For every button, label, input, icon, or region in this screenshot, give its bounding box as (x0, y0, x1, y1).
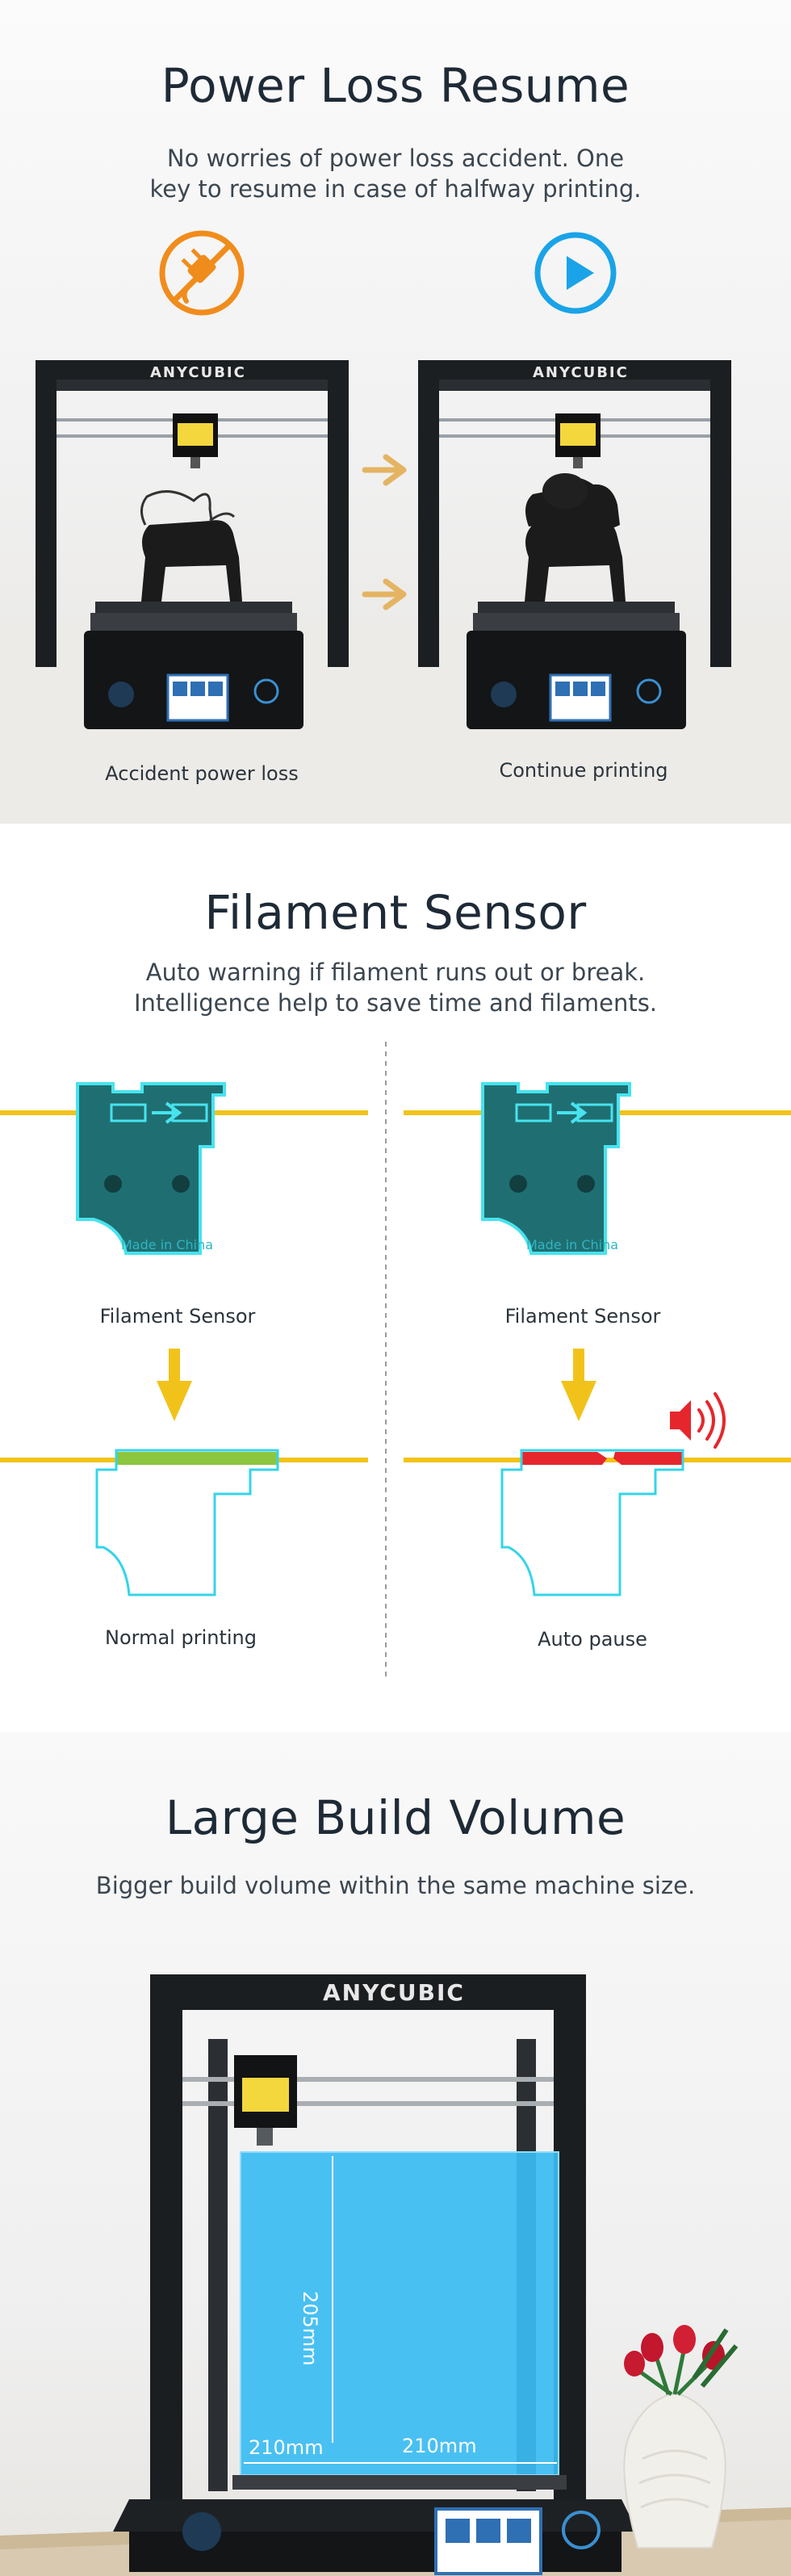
made-in-label-right: Made in China (526, 1237, 619, 1252)
filament-sensor-right (481, 1082, 631, 1255)
filament-sensor-diagram (0, 1042, 791, 1680)
build-volume-section: Large Build Volume Bigger build volume w… (0, 1732, 791, 2576)
section-subtitle: Bigger build volume within the same mach… (95, 1872, 696, 1899)
filament-sensor-section: Filament Sensor Auto warning if filament… (0, 824, 791, 1732)
printer-left (36, 360, 349, 729)
unplugged-power-icon (157, 229, 246, 317)
arrow-down-icon (561, 1349, 596, 1421)
caption-normal-printing: Normal printing (105, 1626, 257, 1649)
caption-auto-pause: Auto pause (538, 1628, 647, 1651)
dimension-height: 205mm (299, 2291, 321, 2366)
section-title: Filament Sensor (204, 885, 587, 940)
section-subtitle-line1: No worries of power loss accident. One (166, 145, 625, 172)
power-loss-section: Power Loss Resume No worries of power lo… (0, 0, 791, 824)
label-filament-sensor-left: Filament Sensor (99, 1305, 256, 1328)
caption-accident-power-loss: Accident power loss (105, 762, 299, 785)
caption-continue-printing: Continue printing (499, 759, 668, 782)
brand-logo-left: ANYCUBIC (150, 364, 246, 381)
section-subtitle-line1: Auto warning if filament runs out or bre… (145, 959, 646, 986)
section-title: Large Build Volume (165, 1790, 626, 1845)
vase (623, 2393, 726, 2549)
filament-sensor-left (76, 1082, 226, 1255)
printer-comparison (0, 360, 791, 824)
arrow-right-icon (362, 454, 407, 486)
section-subtitle-line2: key to resume in case of halfway printin… (149, 175, 642, 203)
printer-right (418, 360, 731, 729)
section-title: Power Loss Resume (161, 58, 630, 113)
arrow-down-icon (157, 1349, 192, 1421)
made-in-label-left: Made in China (121, 1237, 214, 1252)
dimension-depth: 210mm (249, 2436, 324, 2459)
brand-logo-right: ANYCUBIC (533, 364, 629, 381)
tulips (624, 2325, 739, 2397)
alarm-speaker-icon (670, 1392, 726, 1449)
play-icon (533, 230, 618, 316)
label-filament-sensor-right: Filament Sensor (504, 1305, 661, 1328)
arrow-right-icon (362, 578, 407, 610)
dimension-width: 210mm (402, 2435, 477, 2457)
brand-logo: ANYCUBIC (323, 1979, 465, 2006)
build-volume-printer (0, 1974, 791, 2576)
section-subtitle-line2: Intelligence help to save time and filam… (133, 989, 658, 1017)
